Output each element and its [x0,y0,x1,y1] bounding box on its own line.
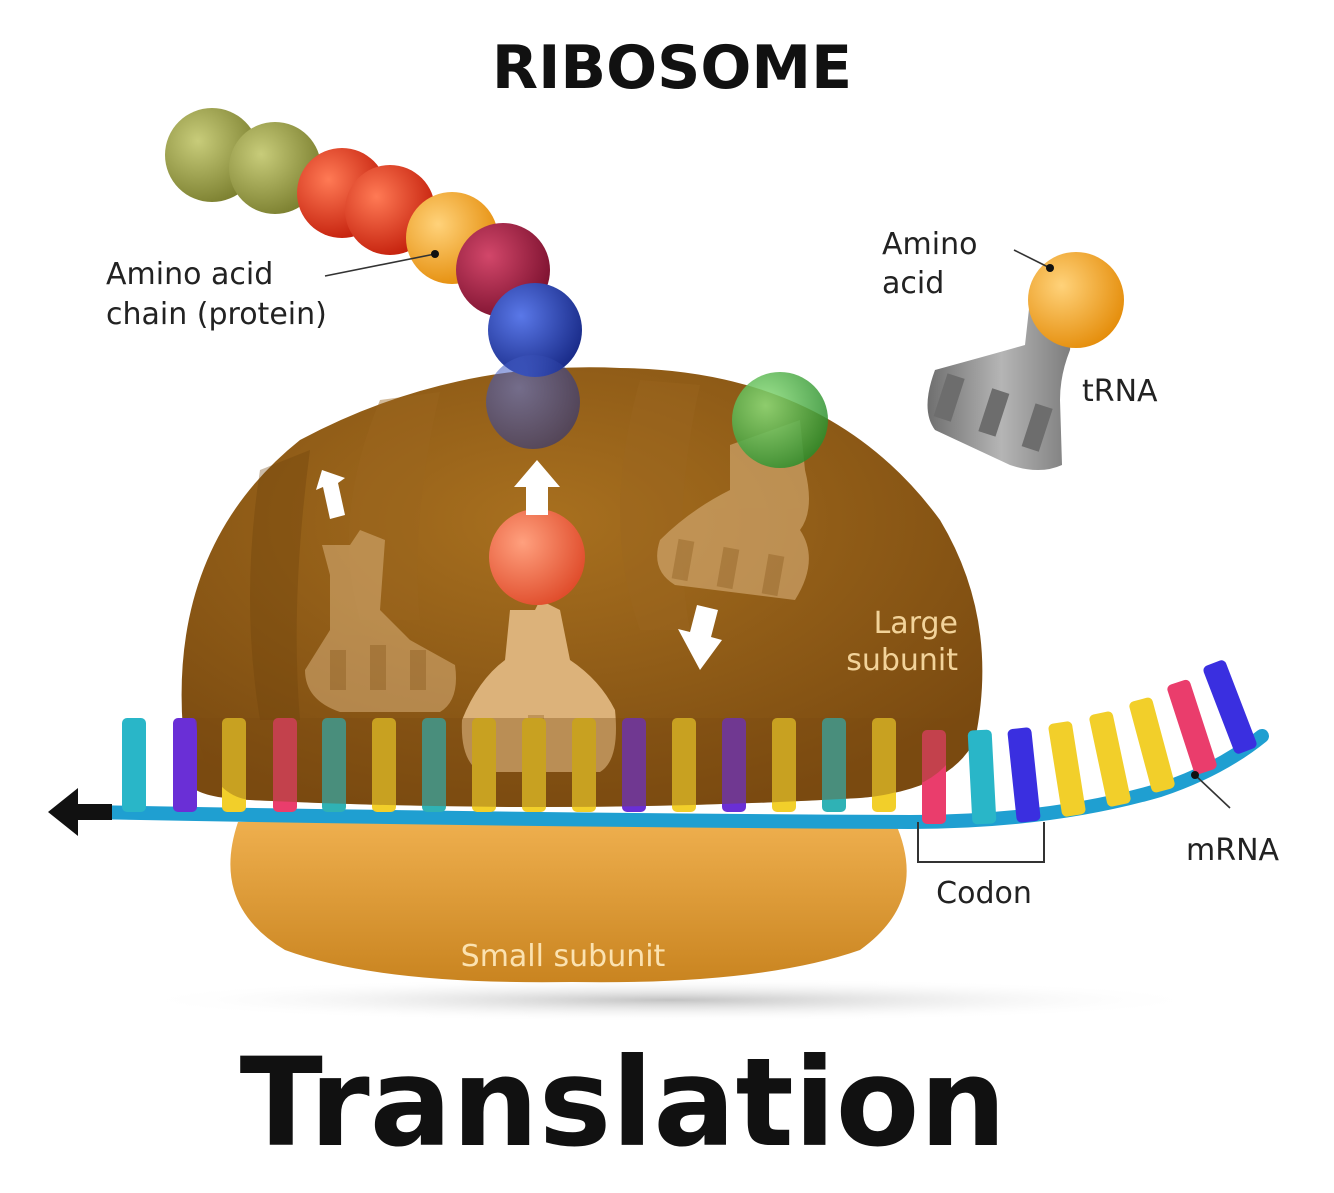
pointer-line [324,253,436,277]
label-large-subunit-line2: subunit [846,643,958,678]
label-small-subunit: Small subunit [461,939,666,974]
nucleotide-base [522,718,546,812]
label-amino-acid-line2: acid [882,266,944,301]
nucleotide-base [572,718,596,812]
caption: Translation [240,1032,1007,1174]
diagram-title: RIBOSOME [492,33,852,103]
label-large-subunit-line1: Large [874,606,958,641]
nucleotide-base [1203,660,1257,754]
nucleotide-base [822,718,846,812]
label-trna: tRNA [1082,374,1158,409]
nucleotide-base [722,718,746,812]
arrow-up-icon [316,470,345,519]
nucleotide-base [372,718,396,812]
nucleotide-base [1089,711,1131,807]
arrow-left-icon [48,788,112,836]
amino-acid-bead [486,355,580,449]
nucleotide-base [422,718,446,812]
nucleotide-base [622,718,646,812]
pointer-dot [431,250,439,258]
mrna-bases [122,660,1257,825]
nucleotide-base [173,718,197,812]
nucleotide-base [122,718,146,812]
pointer-dot [1046,264,1054,272]
amino-acid-bead [488,283,582,377]
trna-exit-site [305,530,456,712]
label-amino-acid-chain-line1: Amino acid [106,257,273,292]
nucleotide-base [1167,679,1217,775]
arrow-up-icon [514,460,560,515]
amino-acid-green [732,372,828,468]
nucleotide-base [472,718,496,812]
nucleotide-base [322,718,346,812]
small-subunit [230,815,907,983]
nucleotide-base [772,718,796,812]
nucleotide-base [273,718,297,812]
nucleotide-base [922,730,946,824]
label-mrna: mRNA [1186,833,1280,868]
nucleotide-base [1129,697,1175,793]
amino-acid-salmon [489,509,585,605]
label-amino-acid-chain-line2: chain (protein) [106,297,327,332]
ground-shadow [130,978,1210,1022]
label-codon: Codon [936,876,1032,911]
nucleotide-base [672,718,696,812]
nucleotide-base [1048,721,1086,817]
label-amino-acid-line1: Amino [882,227,977,262]
arrow-down-icon [678,605,722,670]
pointer-line [1013,249,1051,269]
nucleotide-base [222,718,246,812]
amino-acid-orange [1028,252,1124,348]
pointer-line [1194,774,1231,809]
codon-bracket [917,822,1045,863]
large-subunit-overlay [195,718,965,808]
nucleotide-base [872,718,896,812]
large-subunit-facet [250,450,310,720]
nucleotide-base [967,729,997,825]
amino-acid-chain [165,108,582,449]
nucleotide-base [1007,727,1041,823]
free-trna [927,252,1124,470]
mrna-strand [83,729,1269,830]
pointer-dot [1191,771,1199,779]
